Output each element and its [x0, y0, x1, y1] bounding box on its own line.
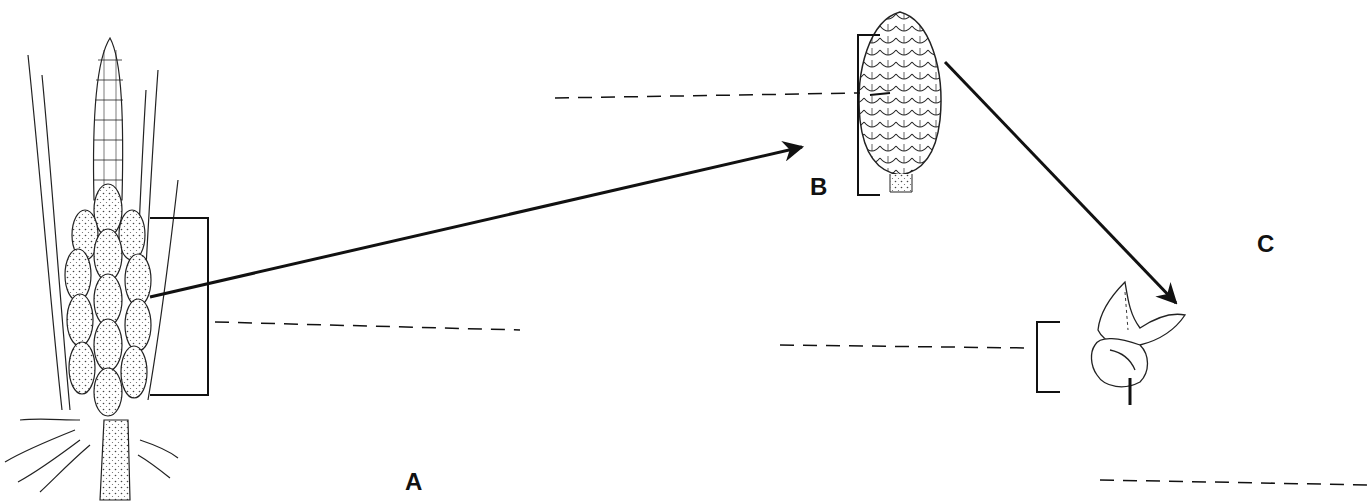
bracket [858, 35, 880, 195]
answer-line [555, 93, 860, 98]
bracket [1037, 322, 1060, 392]
leader-line [870, 93, 890, 95]
panel-label: B [810, 175, 827, 199]
panel-label: A [405, 470, 422, 494]
enlargement-arrow [945, 62, 1176, 303]
enlargement-arrow [150, 147, 802, 297]
bracket [150, 218, 208, 395]
pine-shoot [5, 38, 178, 500]
answer-line [1100, 480, 1372, 485]
leader-line [1129, 378, 1132, 405]
microsporophyll [1091, 282, 1185, 387]
male-cone [850, 5, 950, 192]
answer-line [780, 345, 1030, 348]
panel-label: C [1257, 232, 1274, 256]
answer-line [215, 322, 520, 330]
